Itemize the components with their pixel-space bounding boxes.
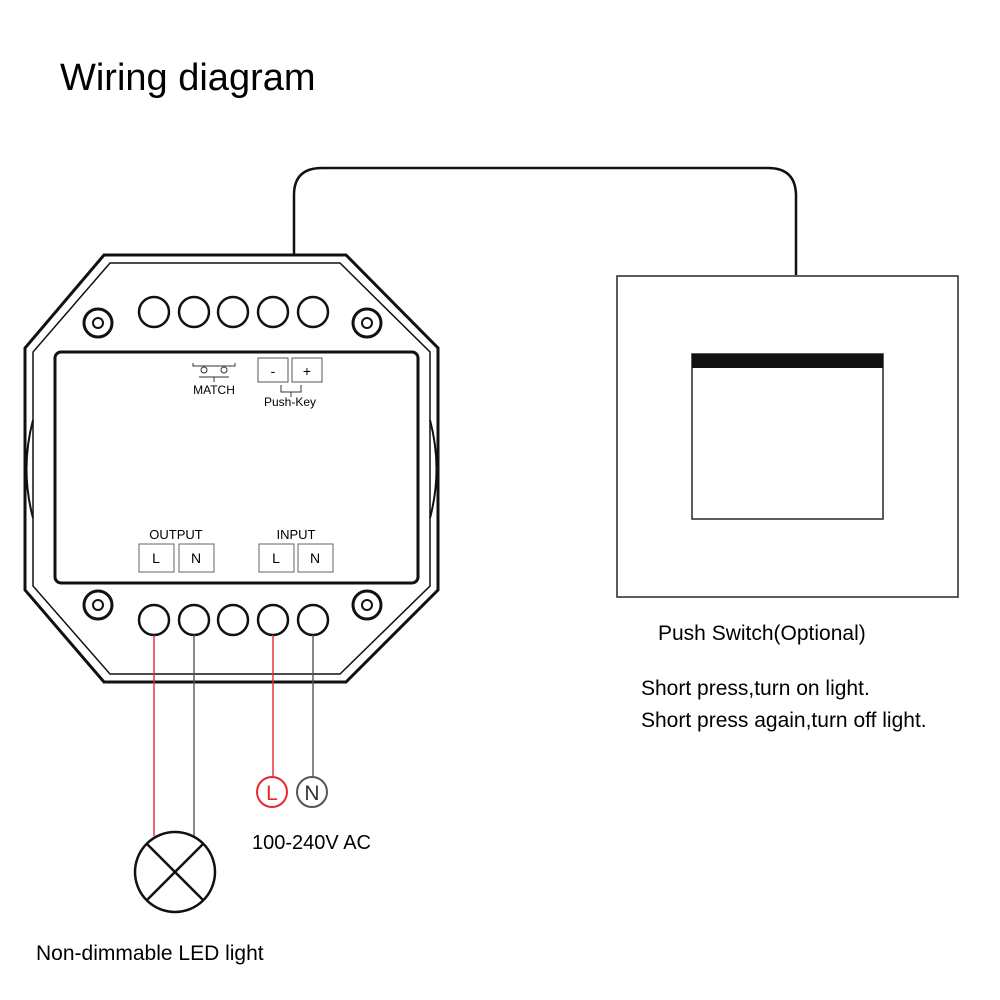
bottom-terminal-input-n xyxy=(296,603,330,637)
screw-bottom-left xyxy=(82,589,114,621)
push-key-plus-box xyxy=(291,357,323,383)
mains-live-letter: L xyxy=(266,782,278,805)
push-switch-cable xyxy=(292,166,798,275)
mains-neutral-letter: N xyxy=(304,782,319,805)
screw-top-right xyxy=(351,307,383,339)
top-terminal-3 xyxy=(216,295,250,329)
input-label: INPUT xyxy=(277,527,316,542)
push-key-minus-label: - xyxy=(271,363,276,379)
load-caption: Non-dimmable LED light xyxy=(36,942,264,965)
mains-neutral-symbol xyxy=(296,776,328,808)
top-terminal-push-minus xyxy=(256,295,290,329)
push-key-minus-box xyxy=(257,357,289,383)
screw-top-left xyxy=(82,307,114,339)
bottom-terminal-output-n xyxy=(177,603,211,637)
mains-voltage-label: 100-240V AC xyxy=(252,832,371,854)
output-label: OUTPUT xyxy=(149,527,203,542)
mains-live-symbol xyxy=(256,776,288,808)
match-button-symbol xyxy=(192,363,236,382)
output-l-box xyxy=(138,543,175,573)
push-switch-instruction-1: Short press,turn on light. xyxy=(641,677,870,700)
input-l-label: L xyxy=(272,550,280,566)
match-label: MATCH xyxy=(193,383,235,397)
top-terminal-push-plus xyxy=(296,295,330,329)
push-key-label: Push-Key xyxy=(264,395,316,409)
push-switch-rocker-edge xyxy=(692,354,883,368)
push-switch-caption: Push Switch(Optional) xyxy=(658,622,866,645)
input-n-box xyxy=(297,543,334,573)
top-terminal-2 xyxy=(177,295,211,329)
input-l-box xyxy=(258,543,295,573)
screw-bottom-right xyxy=(351,589,383,621)
output-n-label: N xyxy=(191,550,201,566)
output-l-label: L xyxy=(152,550,160,566)
top-terminal-1 xyxy=(137,295,171,329)
page-title: Wiring diagram xyxy=(60,57,316,99)
push-key-bracket xyxy=(280,385,302,397)
push-switch-rocker xyxy=(691,353,884,520)
bottom-terminal-output-l xyxy=(137,603,171,637)
push-switch xyxy=(616,275,959,598)
push-key-plus-label: + xyxy=(303,363,311,379)
controller-module: MATCH - + Push-Key OUTPUT INPUT L N L N xyxy=(23,253,440,684)
bottom-terminal-input-l xyxy=(256,603,290,637)
output-n-box xyxy=(178,543,215,573)
led-lamp-icon xyxy=(133,830,217,914)
input-n-label: N xyxy=(310,550,320,566)
push-switch-instruction-2: Short press again,turn off light. xyxy=(641,709,927,732)
bottom-terminal-unused xyxy=(216,603,250,637)
